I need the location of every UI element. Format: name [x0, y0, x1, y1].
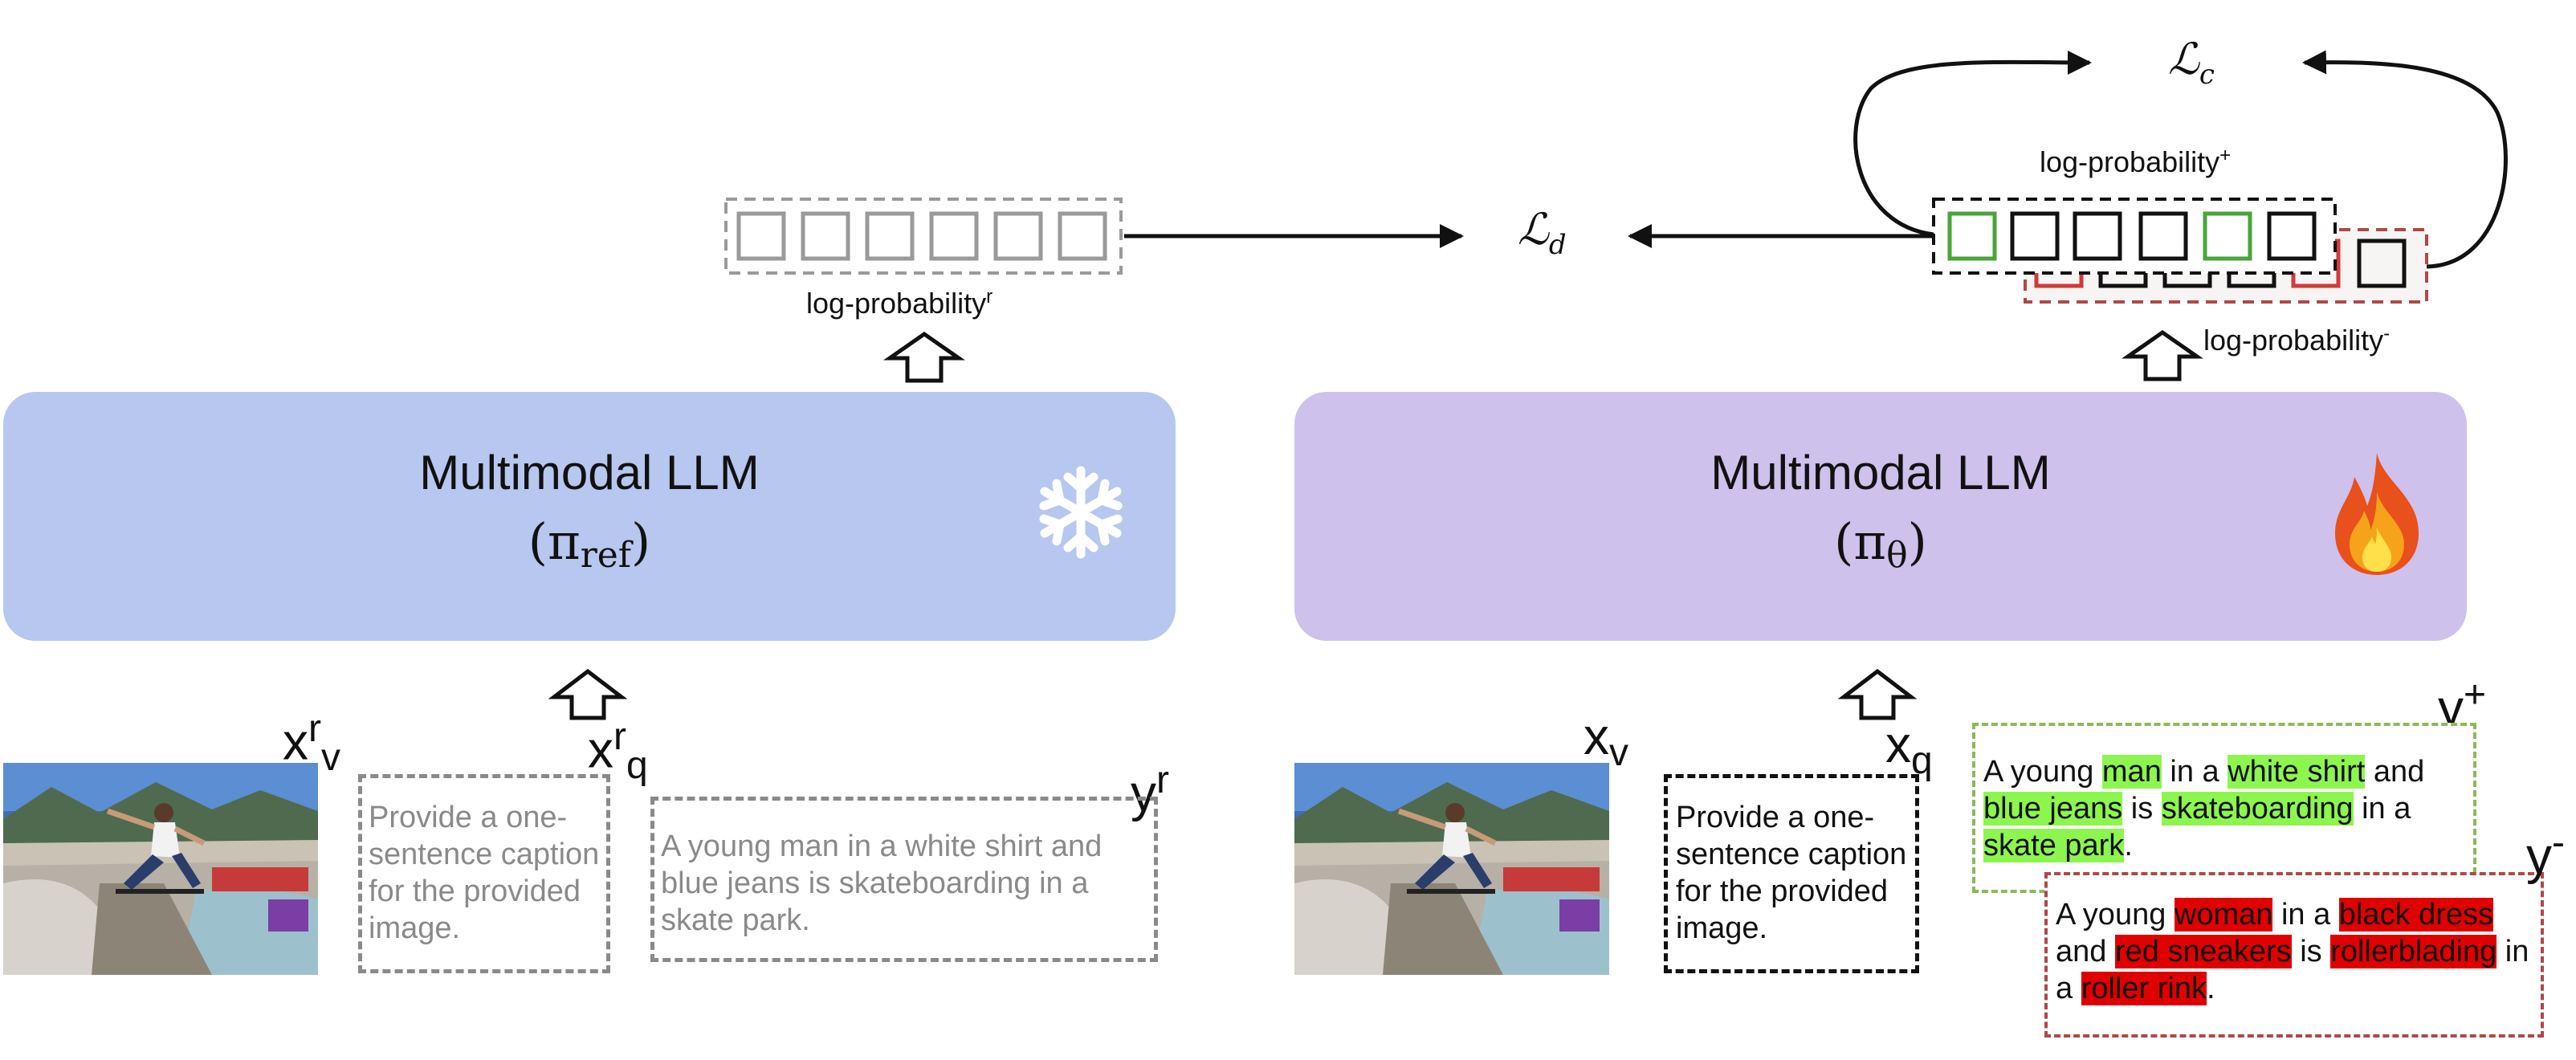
reference-llm-block: Multimodal LLM (πref)	[3, 392, 1176, 641]
reference-response-var: yr	[1131, 759, 1169, 822]
negative-response-box: A young woman in a black dress and red s…	[2044, 872, 2544, 1038]
caption-text: in a	[2056, 935, 2529, 1005]
negative-response-var: y-	[2526, 822, 2565, 885]
contrastive-loss-symbol: ℒc	[2168, 34, 2215, 91]
caption-text: and	[2056, 935, 2115, 968]
highlighted-phrase: roller rink	[2081, 972, 2207, 1005]
reference-logprob-label: log-probabilityr	[806, 286, 993, 320]
policy-llm-block: Multimodal LLM (πθ)	[1294, 392, 2467, 641]
highlighted-phrase: red sneakers	[2114, 935, 2292, 968]
snowflake-icon	[1033, 466, 1129, 561]
negative-logprob-label: log-probability-	[2203, 323, 2391, 357]
reference-llm-title: Multimodal LLM	[419, 446, 760, 499]
caption-text: .	[2124, 829, 2133, 862]
negative-to-contrastive-arrow	[2302, 50, 2508, 269]
policy-image-var: xv	[1584, 707, 1628, 774]
caption-text: in a	[2353, 792, 2411, 826]
highlighted-phrase: black dress	[2338, 898, 2493, 932]
reference-llm-symbol: (πref)	[528, 512, 651, 576]
reference-input-arrow	[548, 668, 628, 720]
reference-logprob-cells	[736, 211, 1107, 261]
highlighted-phrase: blue jeans	[1983, 792, 2123, 826]
reference-query-box: Provide a one-sentence caption for the p…	[358, 774, 610, 973]
policy-input-arrow	[1837, 668, 1918, 720]
highlighted-phrase: rollerblading	[2330, 935, 2497, 968]
reference-input-image	[3, 763, 318, 975]
reference-output-arrow	[883, 331, 965, 383]
policy-llm-title: Multimodal LLM	[1710, 446, 2051, 499]
reference-image-var: xrv	[283, 707, 340, 780]
fire-icon	[2335, 453, 2419, 575]
highlighted-phrase: woman	[2174, 898, 2273, 932]
positive-to-contrastive-arrow	[1853, 50, 2092, 237]
policy-llm-symbol: (πθ)	[1834, 512, 1927, 576]
caption-text: in a	[2161, 755, 2228, 789]
dpo-loss-symbol: ℒd	[1518, 204, 1567, 261]
highlighted-phrase: white shirt	[2228, 755, 2366, 789]
highlighted-phrase: skateboarding	[2161, 792, 2354, 826]
caption-text: is	[2122, 792, 2162, 826]
caption-text: A young	[1983, 755, 2102, 789]
reference-logprob-frame	[724, 198, 1123, 275]
caption-text: and	[2365, 755, 2425, 789]
caption-text: A young	[2056, 898, 2175, 932]
policy-query-box: Provide a one-sentence caption for the p…	[1664, 774, 1919, 973]
positive-logprob-label: log-probability+	[2040, 145, 2232, 178]
caption-text: in a	[2272, 898, 2339, 932]
reference-query-var: xrq	[588, 716, 648, 788]
highlighted-phrase: man	[2101, 755, 2162, 789]
positive-response-box: A young man in a white shirt and blue je…	[1972, 723, 2476, 893]
positive-logprob-cells	[1947, 211, 2317, 261]
policy-output-arrow	[2122, 329, 2203, 381]
caption-text: .	[2206, 972, 2215, 1005]
reference-response-box: A young man in a white shirt and blue je…	[650, 797, 1158, 962]
policy-input-image	[1294, 763, 1609, 975]
caption-text: is	[2291, 935, 2331, 968]
highlighted-phrase: skate park	[1983, 829, 2125, 862]
policy-query-var: xq	[1885, 716, 1933, 782]
